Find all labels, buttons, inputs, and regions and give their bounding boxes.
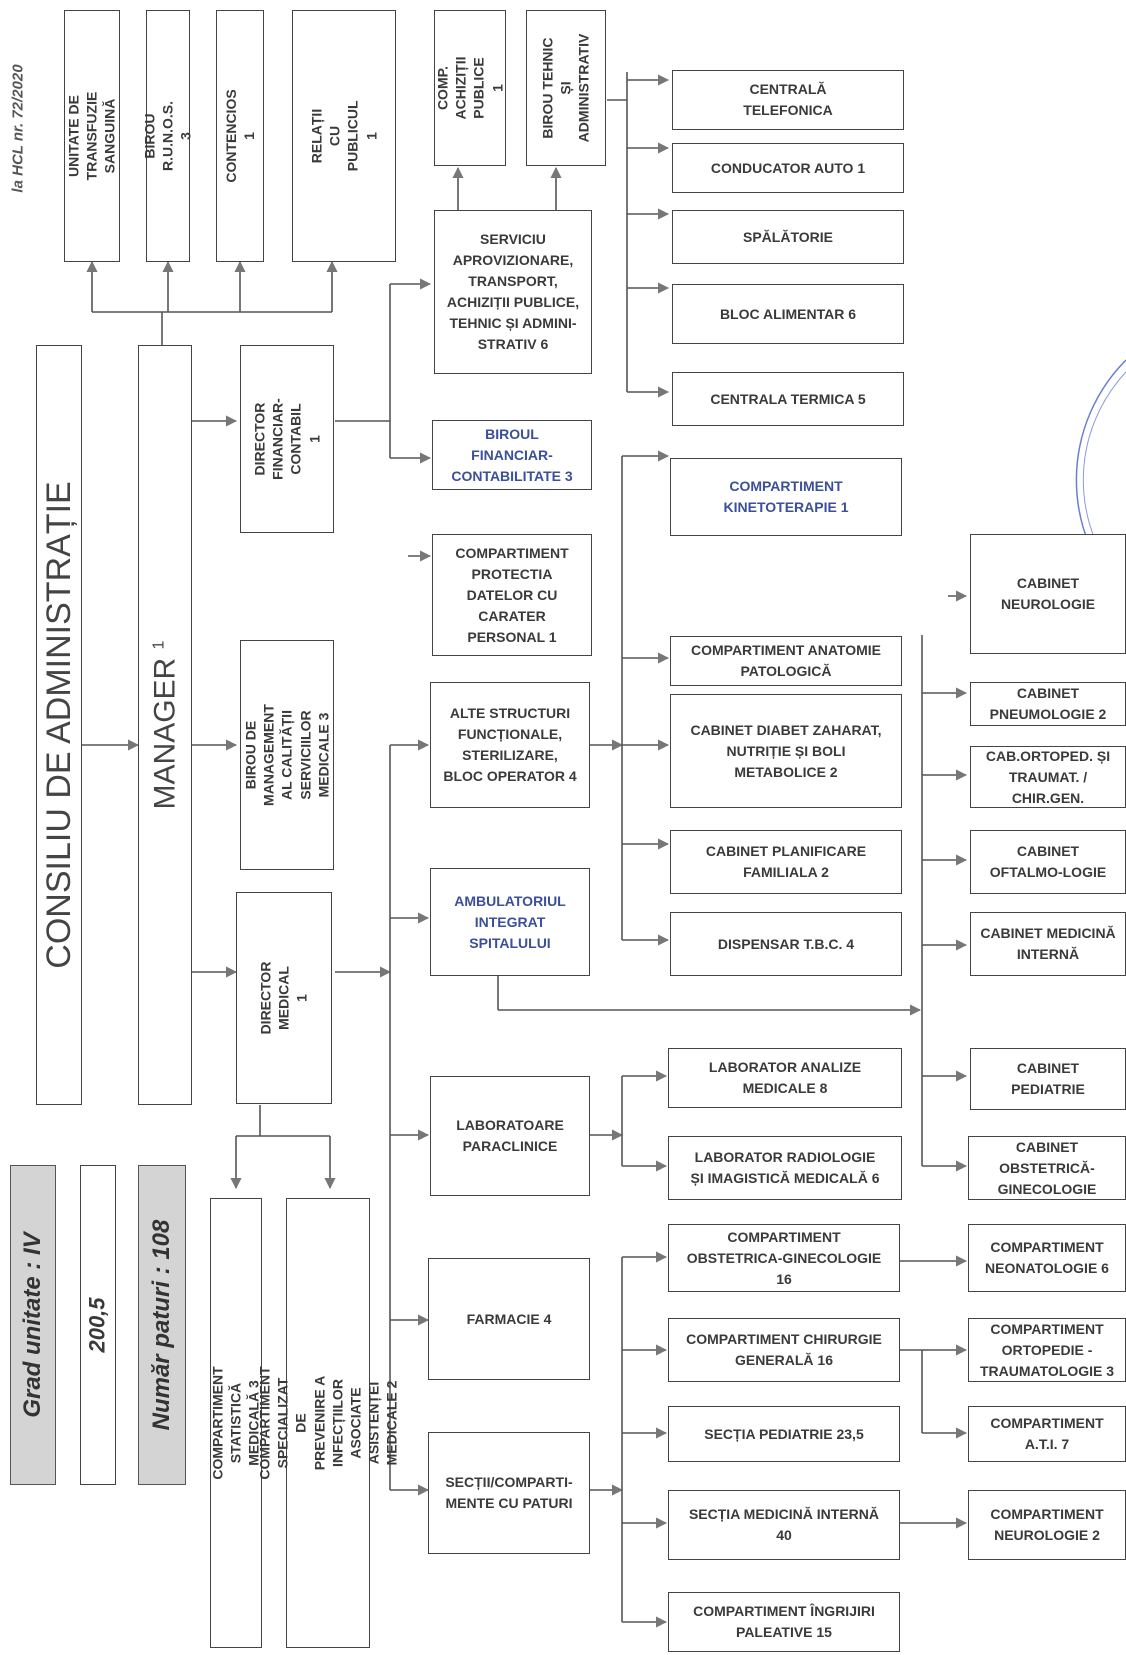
farmacie-box: FARMACIE 4 xyxy=(428,1258,590,1380)
compartiment-statistica-box: COMPARTIMENT STATISTICĂ MEDICALĂ 3 xyxy=(210,1198,262,1648)
manager-label: MANAGER xyxy=(148,657,182,810)
cabinet-medicina-interna-box: CABINET MEDICINĂ INTERNĂ xyxy=(970,912,1126,976)
numar-paturi-label: Număr paturi : 108 xyxy=(148,1219,175,1431)
compartiment-ati-box: COMPARTIMENT A.T.I. 7 xyxy=(968,1406,1126,1462)
compartiment-neonatologie-box: COMPARTIMENT NEONATOLOGIE 6 xyxy=(968,1224,1126,1292)
value-badge: 200,5 xyxy=(80,1165,116,1485)
cabinet-ortopedie-chirurgie-box: CAB.ORTOPED. ȘI TRAUMAT. / CHIR.GEN. xyxy=(970,746,1126,808)
compartiment-kinetoterapie-box: COMPARTIMENT KINETOTERAPIE 1 xyxy=(670,458,902,536)
centrala-telefonica-box: CENTRALĂ TELEFONICA xyxy=(672,70,904,130)
contencios-box: CONTENCIOS 1 xyxy=(216,10,264,262)
comp-achizitii-box: COMP. ACHIZIȚII PUBLICE 1 xyxy=(434,10,506,166)
director-medical-box: DIRECTOR MEDICAL 1 xyxy=(236,892,332,1104)
cabinet-diabet-box: CABINET DIABET ZAHARAT, NUTRIȚIE ȘI BOLI… xyxy=(670,694,902,808)
sectii-box: SECȚII/COMPARTI- MENTE CU PATURI xyxy=(428,1432,590,1554)
numar-paturi-badge: Număr paturi : 108 xyxy=(138,1165,186,1485)
cabinet-pediatrie-box: CABINET PEDIATRIE xyxy=(970,1048,1126,1110)
compartiment-obstetrica-box: COMPARTIMENT OBSTETRICA-GINECOLOGIE 16 xyxy=(668,1224,900,1292)
cabinet-oftalmologie-box: CABINET OFTALMO-LOGIE xyxy=(970,830,1126,894)
unitate-transfuzie-label: UNITATE DE TRANSFUZIE SANGUINĂ xyxy=(65,91,119,181)
spalatorie-box: SPĂLĂTORIE xyxy=(672,210,904,264)
alte-structuri-box: ALTE STRUCTURI FUNCȚIONALE, STERILIZARE,… xyxy=(430,682,590,808)
director-financiar-label: DIRECTOR FINANCIAR- CONTABIL 1 xyxy=(251,398,323,480)
laborator-radiologie-box: LABORATOR RADIOLOGIE ȘI IMAGISTICĂ MEDIC… xyxy=(668,1136,902,1200)
consiliu-de-administratie: CONSILIU DE ADMINISTRAȚIE xyxy=(36,345,82,1105)
birou-management-box: BIROU DE MANAGEMENT AL CALITĂȚII SERVICI… xyxy=(240,640,334,870)
director-financiar-box: DIRECTOR FINANCIAR- CONTABIL 1 xyxy=(240,345,334,533)
birou-runos-label: BIROU R.U.N.O.S. 3 xyxy=(141,100,195,172)
sectia-pediatrie-box: SECȚIA PEDIATRIE 23,5 xyxy=(668,1406,900,1462)
birou-management-label: BIROU DE MANAGEMENT AL CALITĂȚII SERVICI… xyxy=(242,704,332,806)
compartiment-anatomie-box: COMPARTIMENT ANATOMIE PATOLOGICĂ xyxy=(670,636,902,686)
birou-runos-box: BIROU R.U.N.O.S. 3 xyxy=(142,10,194,262)
cabinet-neurologie-box: CABINET NEUROLOGIE xyxy=(970,534,1126,654)
cabinet-pneumologie-box: CABINET PNEUMOLOGIE 2 xyxy=(970,682,1126,726)
biroul-financiar-box: BIROUL FINANCIAR- CONTABILITATE 3 xyxy=(432,420,592,490)
compartiment-ortopedie-box: COMPARTIMENT ORTOPEDIE - TRAUMATOLOGIE 3 xyxy=(968,1318,1126,1382)
grad-unitate-label: Grad unitate : IV xyxy=(19,1232,46,1418)
compartiment-infectii-box: COMPARTIMENT SPECIALIZAT DE PREVENIRE A … xyxy=(256,1198,400,1648)
decision-reference: la HCL nr. 72/2020 xyxy=(9,64,27,193)
compartiment-infectii-label: COMPARTIMENT SPECIALIZAT DE PREVENIRE A … xyxy=(256,1366,400,1480)
laborator-analize-box: LABORATOR ANALIZE MEDICALE 8 xyxy=(668,1048,902,1108)
unitate-transfuzie-box: UNITATE DE TRANSFUZIE SANGUINĂ xyxy=(64,10,120,262)
cabinet-planificare-box: CABINET PLANIFICARE FAMILIALA 2 xyxy=(670,830,902,894)
relatii-public-box: RELAȚII CU PUBLICUL 1 xyxy=(292,10,396,262)
contencios-label: CONTENCIOS 1 xyxy=(222,89,257,183)
director-medical-label: DIRECTOR MEDICAL 1 xyxy=(257,961,311,1035)
conducator-auto-box: CONDUCATOR AUTO 1 xyxy=(672,143,904,193)
birou-tehnic-box: BIROU TEHNIC ȘI ADMINISTRATIV xyxy=(526,10,606,166)
serviciu-aprovizionare-box: SERVICIU APROVIZIONARE, TRANSPORT, ACHIZ… xyxy=(434,210,592,374)
manager-box: MANAGER 1 xyxy=(138,345,192,1105)
consiliu-label: CONSILIU DE ADMINISTRAȚIE xyxy=(39,481,78,969)
centrala-termica-box: CENTRALA TERMICA 5 xyxy=(672,372,904,426)
dispensar-tbc-box: DISPENSAR T.B.C. 4 xyxy=(670,912,902,976)
compartiment-chirurgie-box: COMPARTIMENT CHIRURGIE GENERALĂ 16 xyxy=(668,1318,900,1382)
cabinet-obstetrica-box: CABINET OBSTETRICĂ- GINECOLOGIE xyxy=(968,1136,1126,1200)
value-label: 200,5 xyxy=(84,1297,110,1353)
grad-unitate-badge: Grad unitate : IV xyxy=(10,1165,56,1485)
laboratoare-box: LABORATOARE PARACLINICE xyxy=(430,1076,590,1196)
compartiment-neurologie-box: COMPARTIMENT NEUROLOGIE 2 xyxy=(968,1490,1126,1560)
compartiment-protectia-box: COMPARTIMENT PROTECTIA DATELOR CU CARATE… xyxy=(432,534,592,656)
ambulatoriul-box: AMBULATORIUL INTEGRAT SPITALULUI xyxy=(430,868,590,976)
relatii-public-label: RELAȚII CU PUBLICUL 1 xyxy=(308,100,380,172)
comp-achizitii-label: COMP. ACHIZIȚII PUBLICE 1 xyxy=(434,56,506,120)
birou-tehnic-label: BIROU TEHNIC ȘI ADMINISTRATIV xyxy=(539,33,593,143)
manager-count: 1 xyxy=(150,640,168,650)
bloc-alimentar-box: BLOC ALIMENTAR 6 xyxy=(672,284,904,344)
sectia-medicina-interna-box: SECȚIA MEDICINĂ INTERNĂ 40 xyxy=(668,1490,900,1560)
compartiment-paleative-box: COMPARTIMENT ÎNGRIJIRI PALEATIVE 15 xyxy=(668,1592,900,1652)
